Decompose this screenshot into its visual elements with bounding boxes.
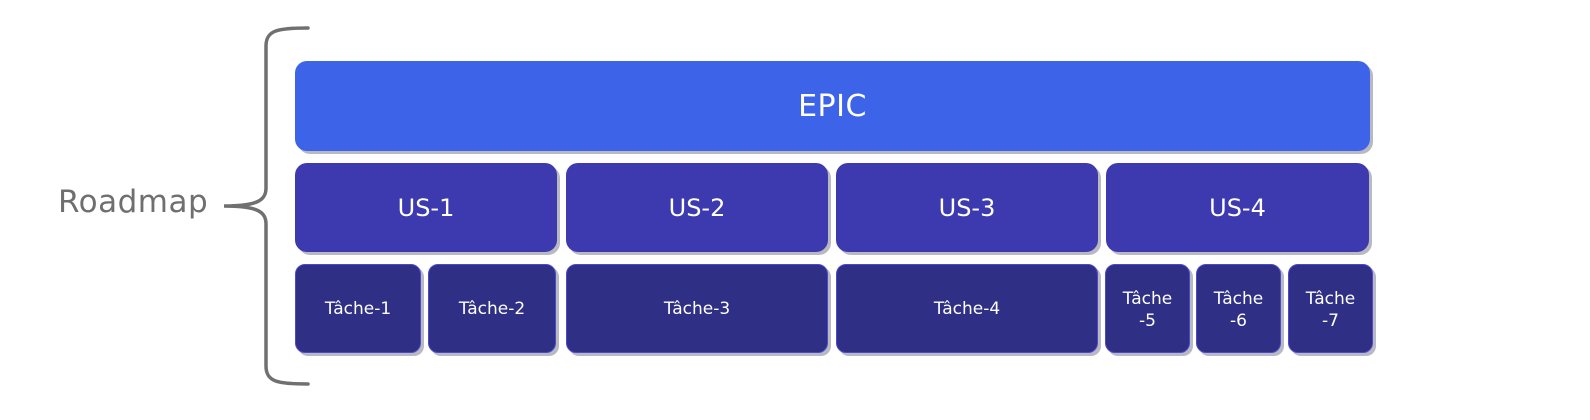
user-story-4: US-4 — [1106, 163, 1369, 252]
task-1: Tâche-1 — [295, 264, 421, 353]
user-story-3: US-3 — [836, 163, 1098, 252]
task-4: Tâche-4 — [836, 264, 1098, 353]
epic-box: EPIC — [295, 61, 1370, 151]
user-story-2: US-2 — [566, 163, 828, 252]
task-2: Tâche-2 — [428, 264, 556, 353]
task-7: Tâche -7 — [1288, 264, 1373, 353]
task-5: Tâche -5 — [1105, 264, 1190, 353]
user-story-1: US-1 — [295, 163, 557, 252]
task-6: Tâche -6 — [1196, 264, 1281, 353]
curly-brace — [223, 26, 310, 386]
task-3: Tâche-3 — [566, 264, 828, 353]
roadmap-label: Roadmap — [58, 184, 209, 220]
